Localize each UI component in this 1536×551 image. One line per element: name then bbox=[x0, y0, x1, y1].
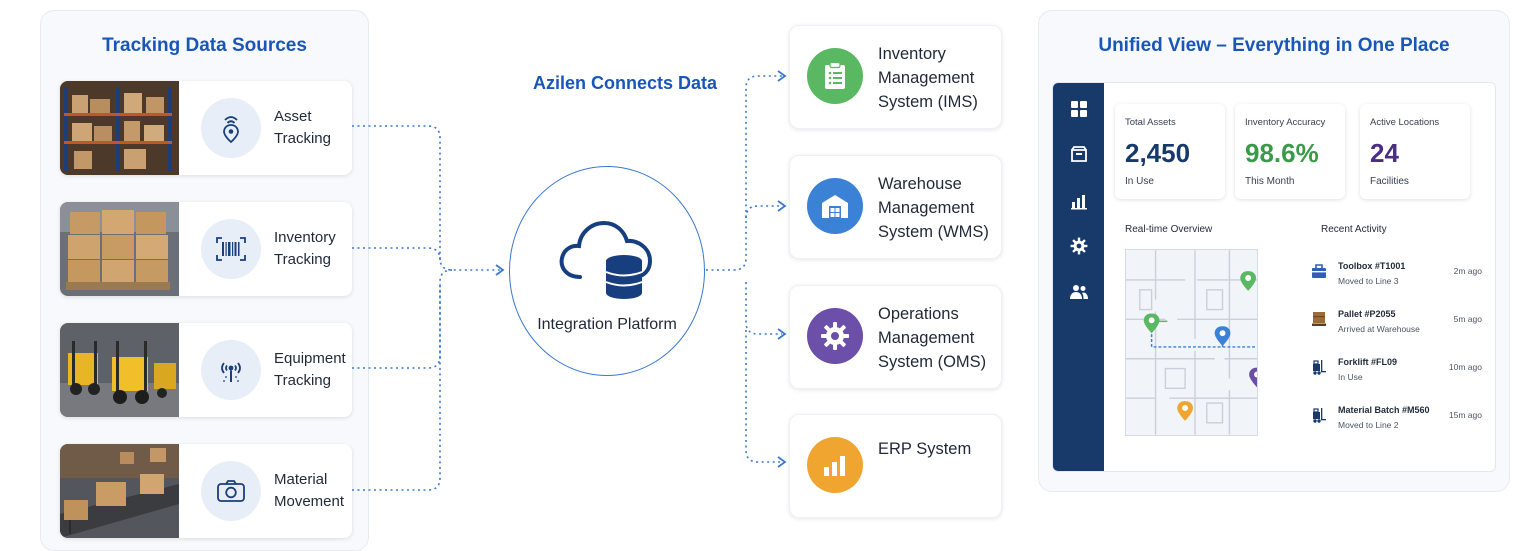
kpi-sub: This Month bbox=[1245, 176, 1295, 187]
toolbox-icon bbox=[1312, 264, 1326, 278]
map-pin-green-left bbox=[1143, 313, 1160, 334]
kpi-sub: Facilities bbox=[1370, 176, 1409, 187]
dashboard-preview: Total Assets 2,450 In Use Inventory Accu… bbox=[1052, 82, 1496, 472]
activity-title: Material Batch #M560 bbox=[1338, 405, 1430, 415]
source-card-asset-tracking[interactable]: Asset Tracking bbox=[60, 81, 352, 175]
map-pin-orange bbox=[1177, 401, 1193, 421]
connector-ims bbox=[706, 75, 782, 271]
arrow-head-ims bbox=[777, 70, 787, 82]
activity-item[interactable]: Forklift #FL09 In Use 10m ago bbox=[1311, 355, 1487, 395]
system-card-wms[interactable]: Warehouse Management System (WMS) bbox=[789, 155, 1002, 259]
gear-icon bbox=[807, 308, 863, 364]
activity-title: Pallet #P2055 bbox=[1338, 309, 1396, 319]
bar-chart-icon bbox=[807, 437, 863, 493]
warehouse-shelves-photo bbox=[60, 81, 179, 175]
arrow-head-oms bbox=[777, 328, 787, 340]
forklifts-photo bbox=[60, 323, 179, 417]
connector-wms bbox=[745, 205, 782, 219]
overview-label: Real-time Overview bbox=[1125, 224, 1213, 235]
system-label: ERP System bbox=[878, 440, 972, 458]
activity-item[interactable]: Pallet #P2055 Arrived at Warehouse 5m ag… bbox=[1311, 307, 1487, 347]
source-label: Asset Tracking bbox=[274, 108, 331, 147]
tracking-sources-panel: Tracking Data Sources Asset Trackin bbox=[40, 10, 369, 551]
integration-platform[interactable]: Integration Platform bbox=[509, 166, 705, 376]
kpi-label: Active Locations bbox=[1370, 117, 1440, 128]
kpi-label: Total Assets bbox=[1125, 117, 1176, 128]
arrow-head-erp bbox=[777, 456, 787, 468]
system-card-ims[interactable]: Inventory Management System (IMS) bbox=[789, 25, 1002, 129]
arrow-head-wms bbox=[777, 200, 787, 212]
activity-label: Recent Activity bbox=[1321, 224, 1387, 235]
sources-title: Tracking Data Sources bbox=[102, 35, 307, 56]
forklift-icon bbox=[1313, 408, 1326, 423]
activity-item[interactable]: Toolbox #T1001 Moved to Line 3 2m ago bbox=[1311, 259, 1487, 299]
map-pin-purple bbox=[1249, 367, 1257, 388]
activity-time: 5m ago bbox=[1453, 314, 1482, 324]
kpi-value: 2,450 bbox=[1125, 138, 1191, 168]
activity-title: Toolbox #T1001 bbox=[1338, 261, 1406, 271]
source-card-material-movement[interactable]: Material Movement bbox=[60, 444, 352, 538]
users-icon[interactable] bbox=[1068, 281, 1090, 303]
kpi-sub: In Use bbox=[1125, 176, 1154, 187]
chart-icon[interactable] bbox=[1068, 190, 1090, 212]
kpi-value: 24 bbox=[1370, 138, 1399, 168]
activity-title: Forklift #FL09 bbox=[1338, 357, 1398, 367]
conveyor-boxes-photo bbox=[60, 444, 179, 538]
map-pin-blue bbox=[1214, 326, 1231, 346]
kpi-card-inventory-accuracy: Inventory Accuracy 98.6% This Month bbox=[1235, 104, 1345, 199]
pallet-icon bbox=[1312, 312, 1326, 326]
activity-sub: Moved to Line 2 bbox=[1338, 420, 1399, 430]
location-signal-icon bbox=[201, 98, 261, 158]
system-label: Operations Management System (OMS) bbox=[878, 305, 987, 371]
activity-sub: In Use bbox=[1338, 372, 1363, 382]
connects-title: Azilen Connects Data bbox=[532, 73, 718, 93]
activity-sub: Arrived at Warehouse bbox=[1338, 324, 1420, 334]
connector-erp bbox=[745, 330, 782, 463]
clipboard-icon bbox=[807, 48, 863, 104]
cloud-database-icon bbox=[559, 220, 653, 299]
activity-sub: Moved to Line 3 bbox=[1338, 276, 1399, 286]
kpi-card-active-locations: Active Locations 24 Facilities bbox=[1360, 104, 1470, 199]
gear-icon[interactable] bbox=[1068, 235, 1090, 257]
activity-time: 15m ago bbox=[1448, 410, 1482, 420]
source-card-equipment-tracking[interactable]: Equipment Tracking bbox=[60, 323, 352, 417]
kpi-label: Inventory Accuracy bbox=[1245, 117, 1326, 128]
activity-time: 2m ago bbox=[1453, 266, 1482, 276]
system-card-oms[interactable]: Operations Management System (OMS) bbox=[789, 285, 1002, 389]
system-label: Warehouse Management System (WMS) bbox=[878, 175, 989, 241]
activity-time: 10m ago bbox=[1448, 362, 1482, 372]
connector-asset bbox=[352, 125, 500, 271]
unified-title: Unified View – Everything in One Place bbox=[1098, 35, 1450, 56]
arrow-head-platform bbox=[495, 264, 505, 276]
source-label: Inventory Tracking bbox=[274, 229, 336, 268]
connector-oms bbox=[745, 282, 782, 335]
forklift-icon bbox=[1313, 360, 1326, 375]
kpi-card-total-assets: Total Assets 2,450 In Use bbox=[1115, 104, 1225, 199]
source-card-inventory-tracking[interactable]: Inventory Tracking bbox=[60, 202, 352, 296]
barcode-icon bbox=[201, 219, 261, 279]
map-pin-green-top bbox=[1240, 271, 1257, 291]
kpi-value: 98.6% bbox=[1245, 138, 1319, 168]
activity-item[interactable]: Material Batch #M560 Moved to Line 2 15m… bbox=[1311, 403, 1487, 443]
camera-icon bbox=[201, 461, 261, 521]
dashboard-sidebar bbox=[1053, 83, 1104, 471]
grid-icon[interactable] bbox=[1068, 98, 1090, 120]
sensor-icon bbox=[201, 340, 261, 400]
warehouse-icon bbox=[807, 178, 863, 234]
floor-map[interactable] bbox=[1125, 249, 1258, 436]
system-card-erp[interactable]: ERP System bbox=[789, 414, 1002, 518]
source-label: Material Movement bbox=[274, 471, 345, 510]
stacked-boxes-photo bbox=[60, 202, 179, 296]
source-label: Equipment Tracking bbox=[274, 350, 346, 389]
platform-label: Integration Platform bbox=[537, 316, 677, 333]
box-icon[interactable] bbox=[1068, 144, 1090, 166]
system-label: Inventory Management System (IMS) bbox=[878, 45, 978, 111]
